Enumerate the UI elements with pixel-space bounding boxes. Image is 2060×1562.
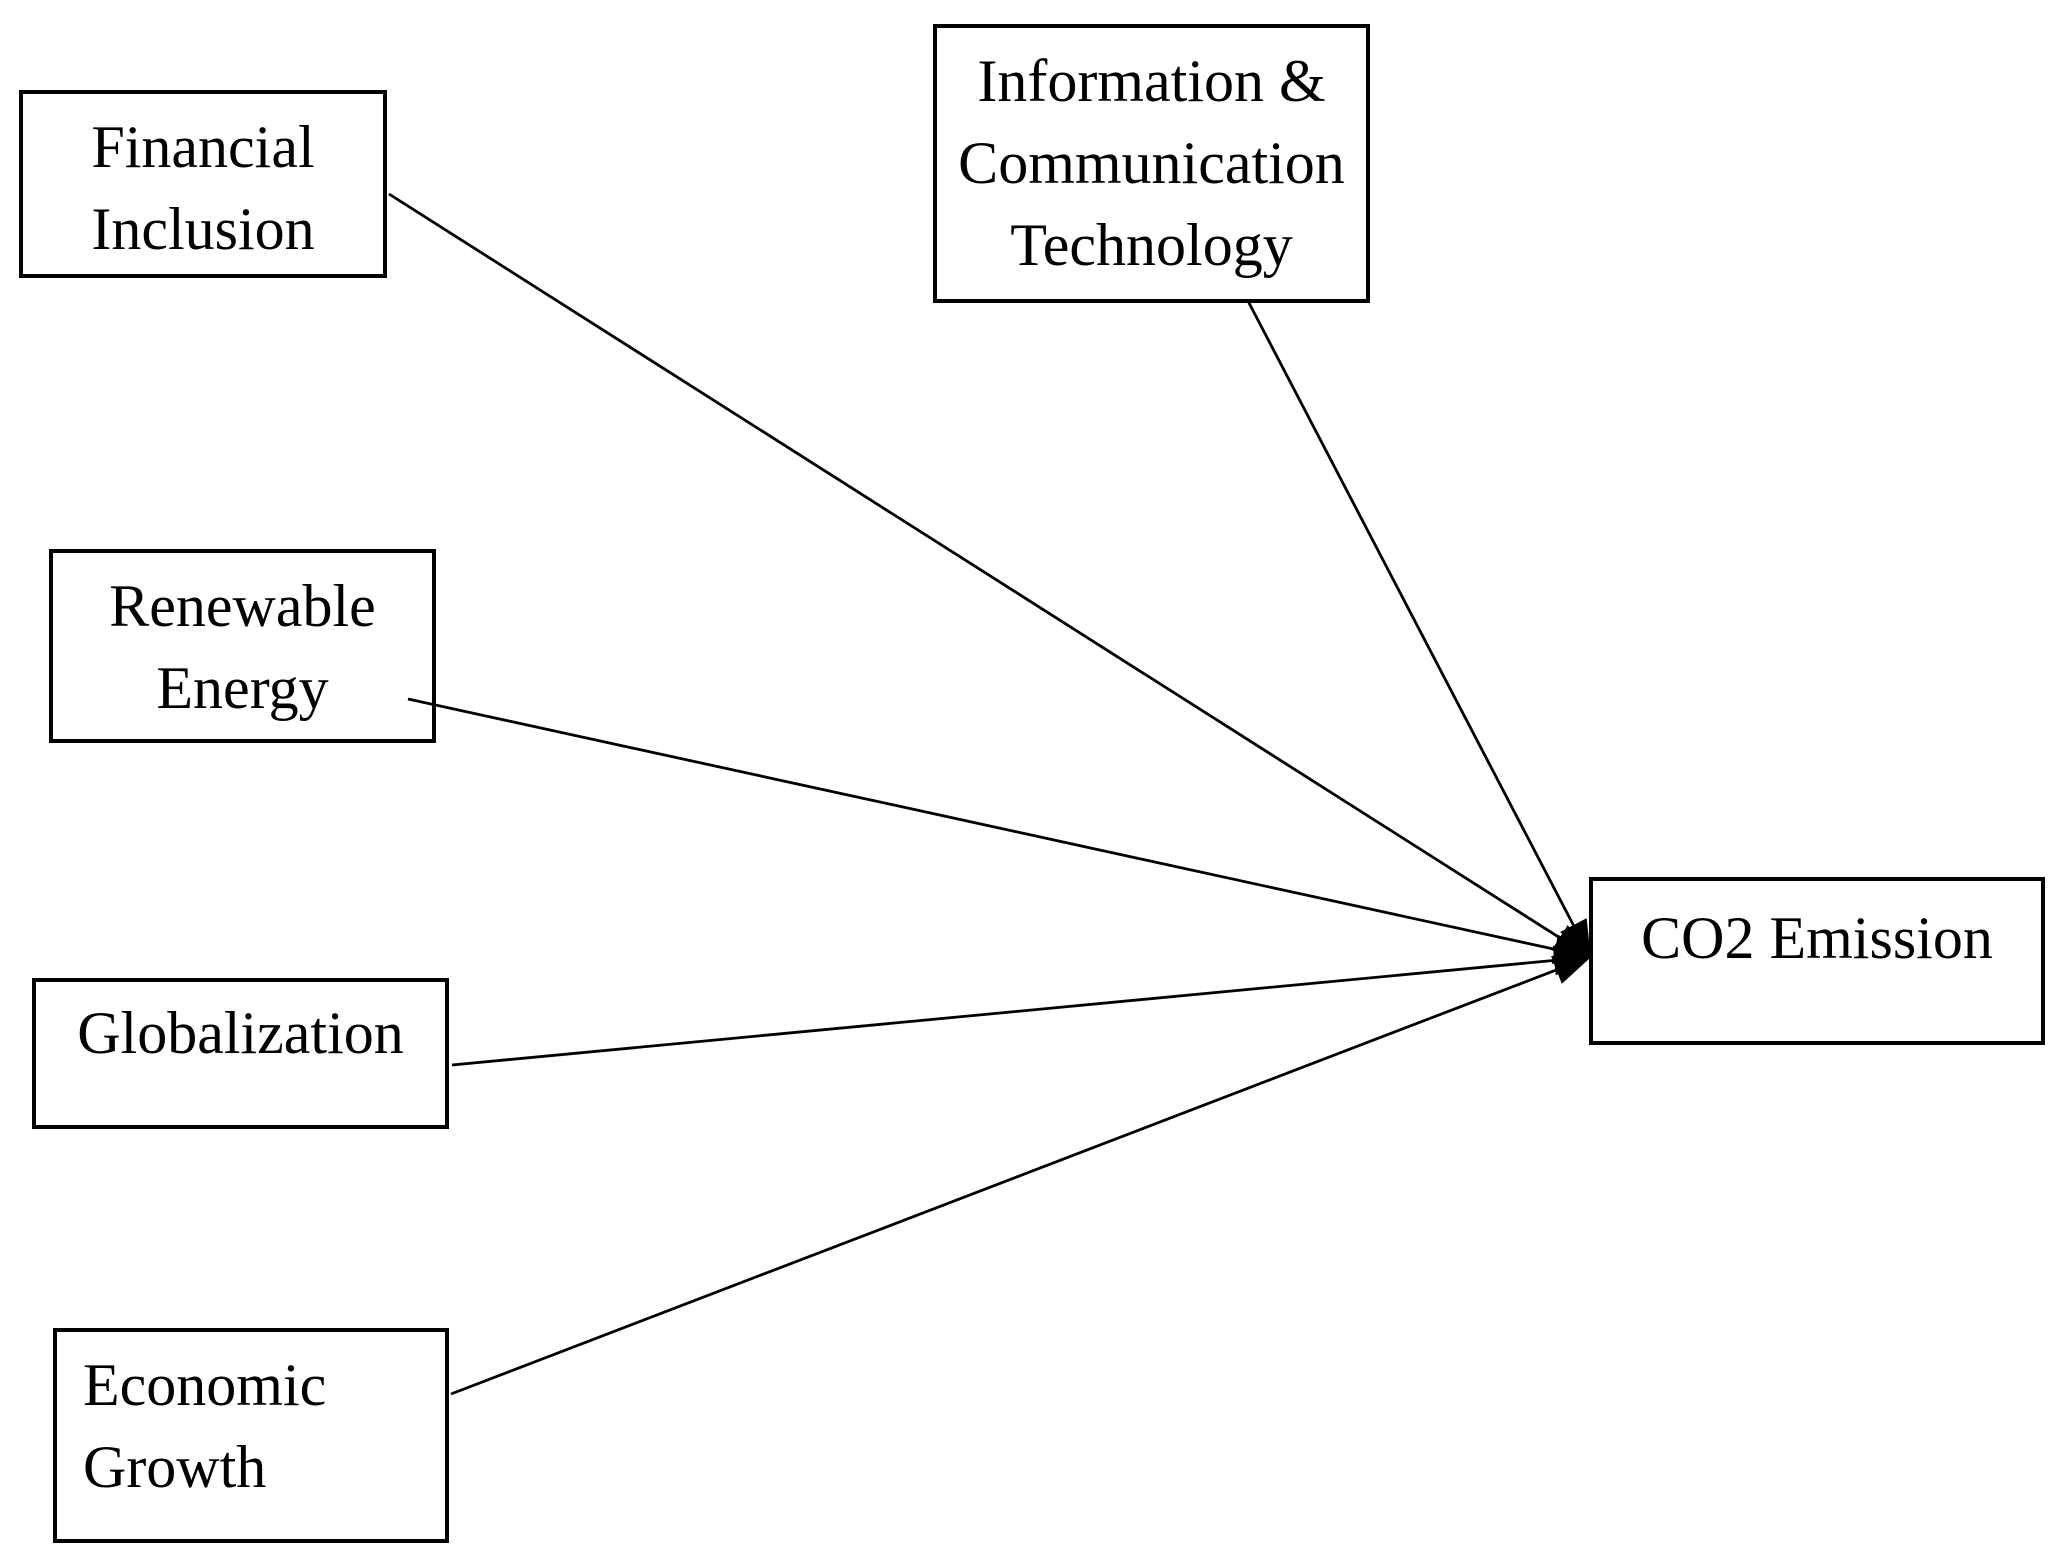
arrow-economic-growth-to-co2	[450, 955, 1592, 1396]
node-label-line: Communication	[958, 130, 1345, 196]
node-label-line: Inclusion	[91, 196, 315, 262]
node-label-line: Information &	[977, 48, 1326, 114]
arrow-ict-to-co2	[1246, 300, 1592, 959]
node-financial-inclusion: Financial Inclusion	[19, 90, 387, 278]
node-renewable-energy: Renewable Energy	[49, 549, 436, 743]
node-label-line: Technology	[1010, 212, 1293, 278]
node-label-line: CO2 Emission	[1641, 905, 1993, 971]
node-label-line: Globalization	[77, 1000, 404, 1066]
arrow-globalization-to-co2	[451, 945, 1592, 1067]
node-economic-growth: Economic Growth	[53, 1328, 449, 1543]
node-label-line: Growth	[83, 1434, 267, 1500]
node-globalization: Globalization	[32, 978, 449, 1129]
node-information-communication-technology: Information & Communication Technology	[933, 24, 1370, 303]
arrow-financial-inclusion-to-co2	[388, 192, 1592, 959]
node-label-line: Economic	[83, 1352, 327, 1418]
node-co2-emission: CO2 Emission	[1589, 877, 2045, 1045]
arrow-renewable-energy-to-co2	[407, 697, 1592, 964]
node-label-line: Financial	[91, 114, 315, 180]
node-label-line: Renewable	[109, 573, 376, 639]
node-label-line: Energy	[156, 655, 329, 721]
